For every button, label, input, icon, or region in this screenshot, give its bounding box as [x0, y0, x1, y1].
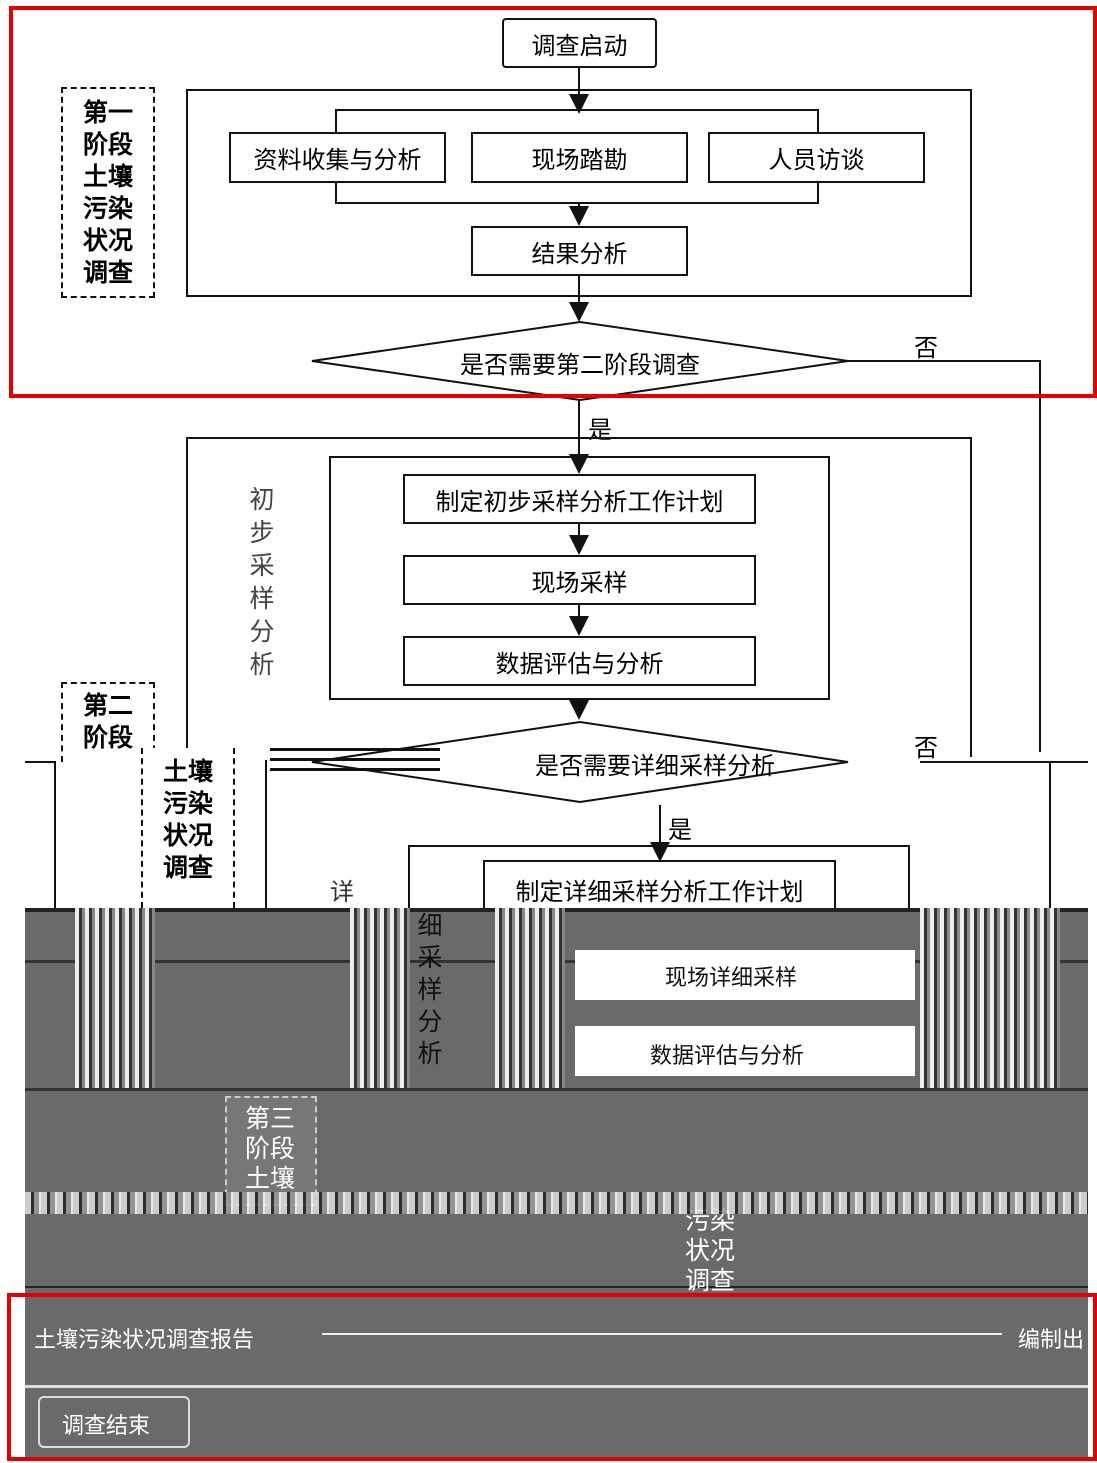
step-detail-evaluation: 数据评估与分析 [650, 1044, 805, 1069]
decision1-no-label: 否 [914, 334, 938, 362]
artifact-stripe [270, 758, 440, 761]
prelim-title: 初 步 采 样 分 析 [249, 485, 275, 679]
phase2-title-box-top: 第二 阶段 [61, 682, 155, 762]
phase2-title-box: 土壤 污染 状况 调查 [141, 748, 235, 908]
phase3-title-tail: 污染 状况 调查 [684, 1206, 735, 1295]
output-label: 编制出 [1018, 1328, 1085, 1353]
decision1-diamond [311, 320, 849, 402]
step-site-sampling: 现场采样 [403, 555, 756, 605]
highlight-end [7, 1293, 1097, 1461]
decision2-label: 是否需要详细采样分析 [535, 752, 775, 780]
end-node [38, 1396, 190, 1448]
step-result-analysis: 结果分析 [471, 226, 688, 276]
end-label: 调查结束 [62, 1414, 151, 1439]
start-label: 调查启动 [531, 31, 628, 60]
artifact-stripe [270, 748, 440, 751]
step-data-collection: 资料收集与分析 [229, 132, 446, 183]
step-prelim-plan: 制定初步采样分析工作计划 [403, 474, 756, 524]
detail-frame [408, 845, 910, 908]
step-interview: 人员访谈 [708, 132, 925, 183]
phase3-title: 第三 阶段 土壤 [244, 1104, 295, 1193]
phase1-frame [186, 89, 972, 297]
detail-title-first: 详 [330, 878, 354, 906]
step-site-survey: 现场踏勘 [471, 132, 688, 183]
start-node: 调查启动 [502, 18, 657, 68]
prelim-frame [329, 456, 830, 700]
step-detail-sampling: 现场详细采样 [665, 966, 798, 991]
decision2-yes-label: 是 [668, 816, 692, 844]
decision2-diamond [311, 720, 849, 804]
decision2-no-label: 否 [914, 734, 938, 762]
step-data-evaluation: 数据评估与分析 [403, 636, 756, 686]
phase1-title: 第一 阶段 土壤 污染 状况 调查 [82, 98, 133, 287]
corrupted-region: 细 采 样 分 析 现场详细采样 数据评估与分析 第三 阶段 土壤 污染 状况 … [25, 908, 1088, 1458]
highlight-phase1 [9, 6, 1097, 398]
report-label: 土壤污染状况调查报告 [34, 1328, 255, 1353]
decision1-yes-label: 是 [588, 416, 612, 444]
step-detail-plan: 制定详细采样分析工作计划 [483, 860, 836, 908]
decision1-label: 是否需要第二阶段调查 [460, 351, 700, 379]
detail-title: 细 采 样 分 析 [417, 911, 443, 1068]
phase2-frame [186, 437, 972, 757]
artifact-stripe [270, 768, 440, 771]
phase1-title-box: 第一 阶段 土壤 污染 状况 调查 [61, 87, 155, 298]
